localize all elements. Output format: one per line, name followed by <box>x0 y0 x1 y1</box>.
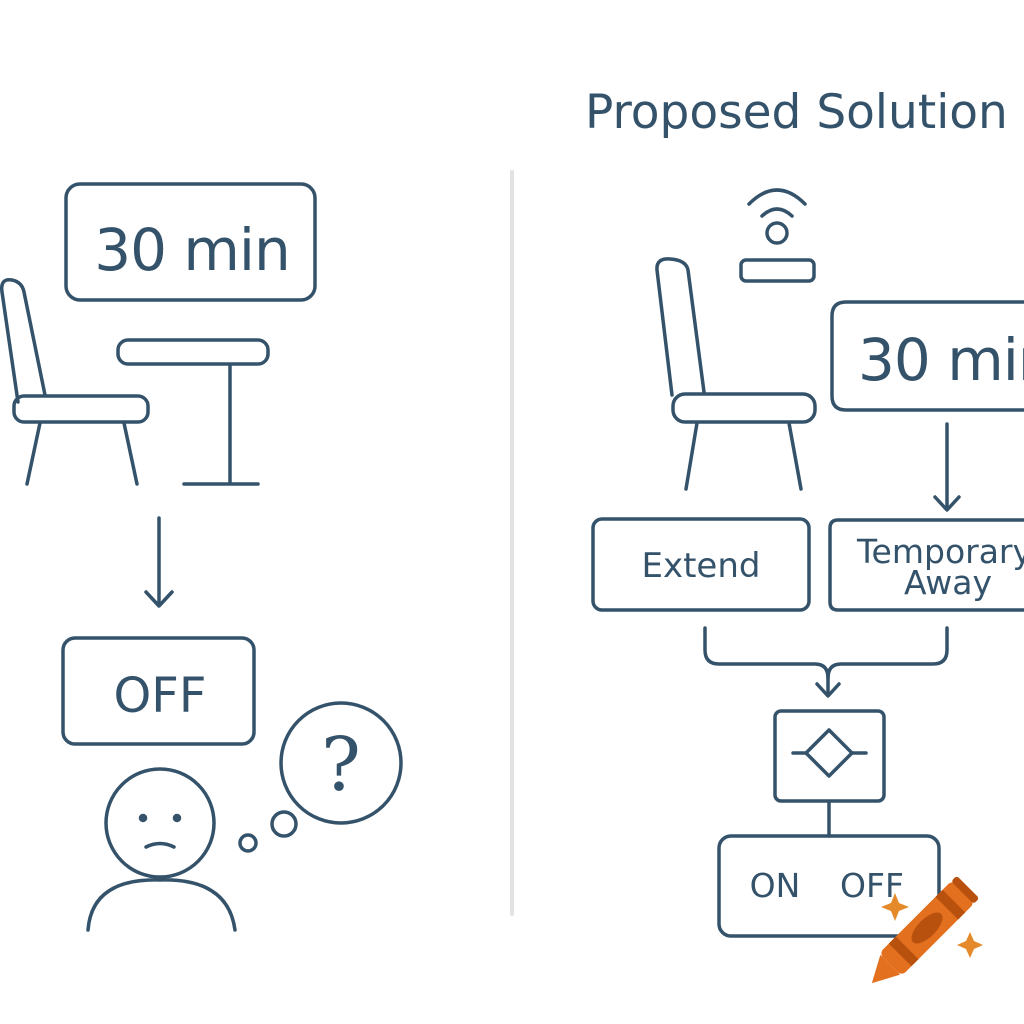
left-timer-label: 30 min <box>94 216 290 284</box>
sad-person-icon <box>86 767 237 932</box>
right-panel-title: Proposed Solution <box>585 85 1008 140</box>
on-label: ON <box>750 866 801 905</box>
sparkle-icon <box>881 893 983 958</box>
left-arrow-down <box>144 516 174 608</box>
left-status-label: OFF <box>114 668 207 724</box>
right-panel <box>591 188 1024 938</box>
table-icon <box>116 338 270 486</box>
wireless-sensor-icon <box>739 188 816 283</box>
extend-option-label: Extend <box>642 546 761 586</box>
extend-option-box <box>591 517 811 612</box>
temporary-option-label-line1: Temporary <box>856 532 1024 571</box>
decision-diamond-icon <box>773 709 886 803</box>
crayon-icon <box>871 876 979 984</box>
left-status-box <box>61 636 256 746</box>
chair-icon <box>0 278 150 486</box>
on-off-box <box>717 834 941 938</box>
left-panel <box>0 182 403 932</box>
merge-connector <box>703 626 949 698</box>
temporary-away-option-box <box>828 518 1024 612</box>
left-timer-box <box>64 182 317 302</box>
right-arrow-down <box>933 422 961 512</box>
right-timer-label: 30 min <box>858 326 1024 394</box>
thought-bubble <box>238 701 403 853</box>
chair-icon <box>655 257 817 491</box>
temporary-option-label-line2: Away <box>904 563 992 602</box>
thought-question-mark: ? <box>321 722 361 808</box>
right-timer-box <box>830 300 1024 412</box>
